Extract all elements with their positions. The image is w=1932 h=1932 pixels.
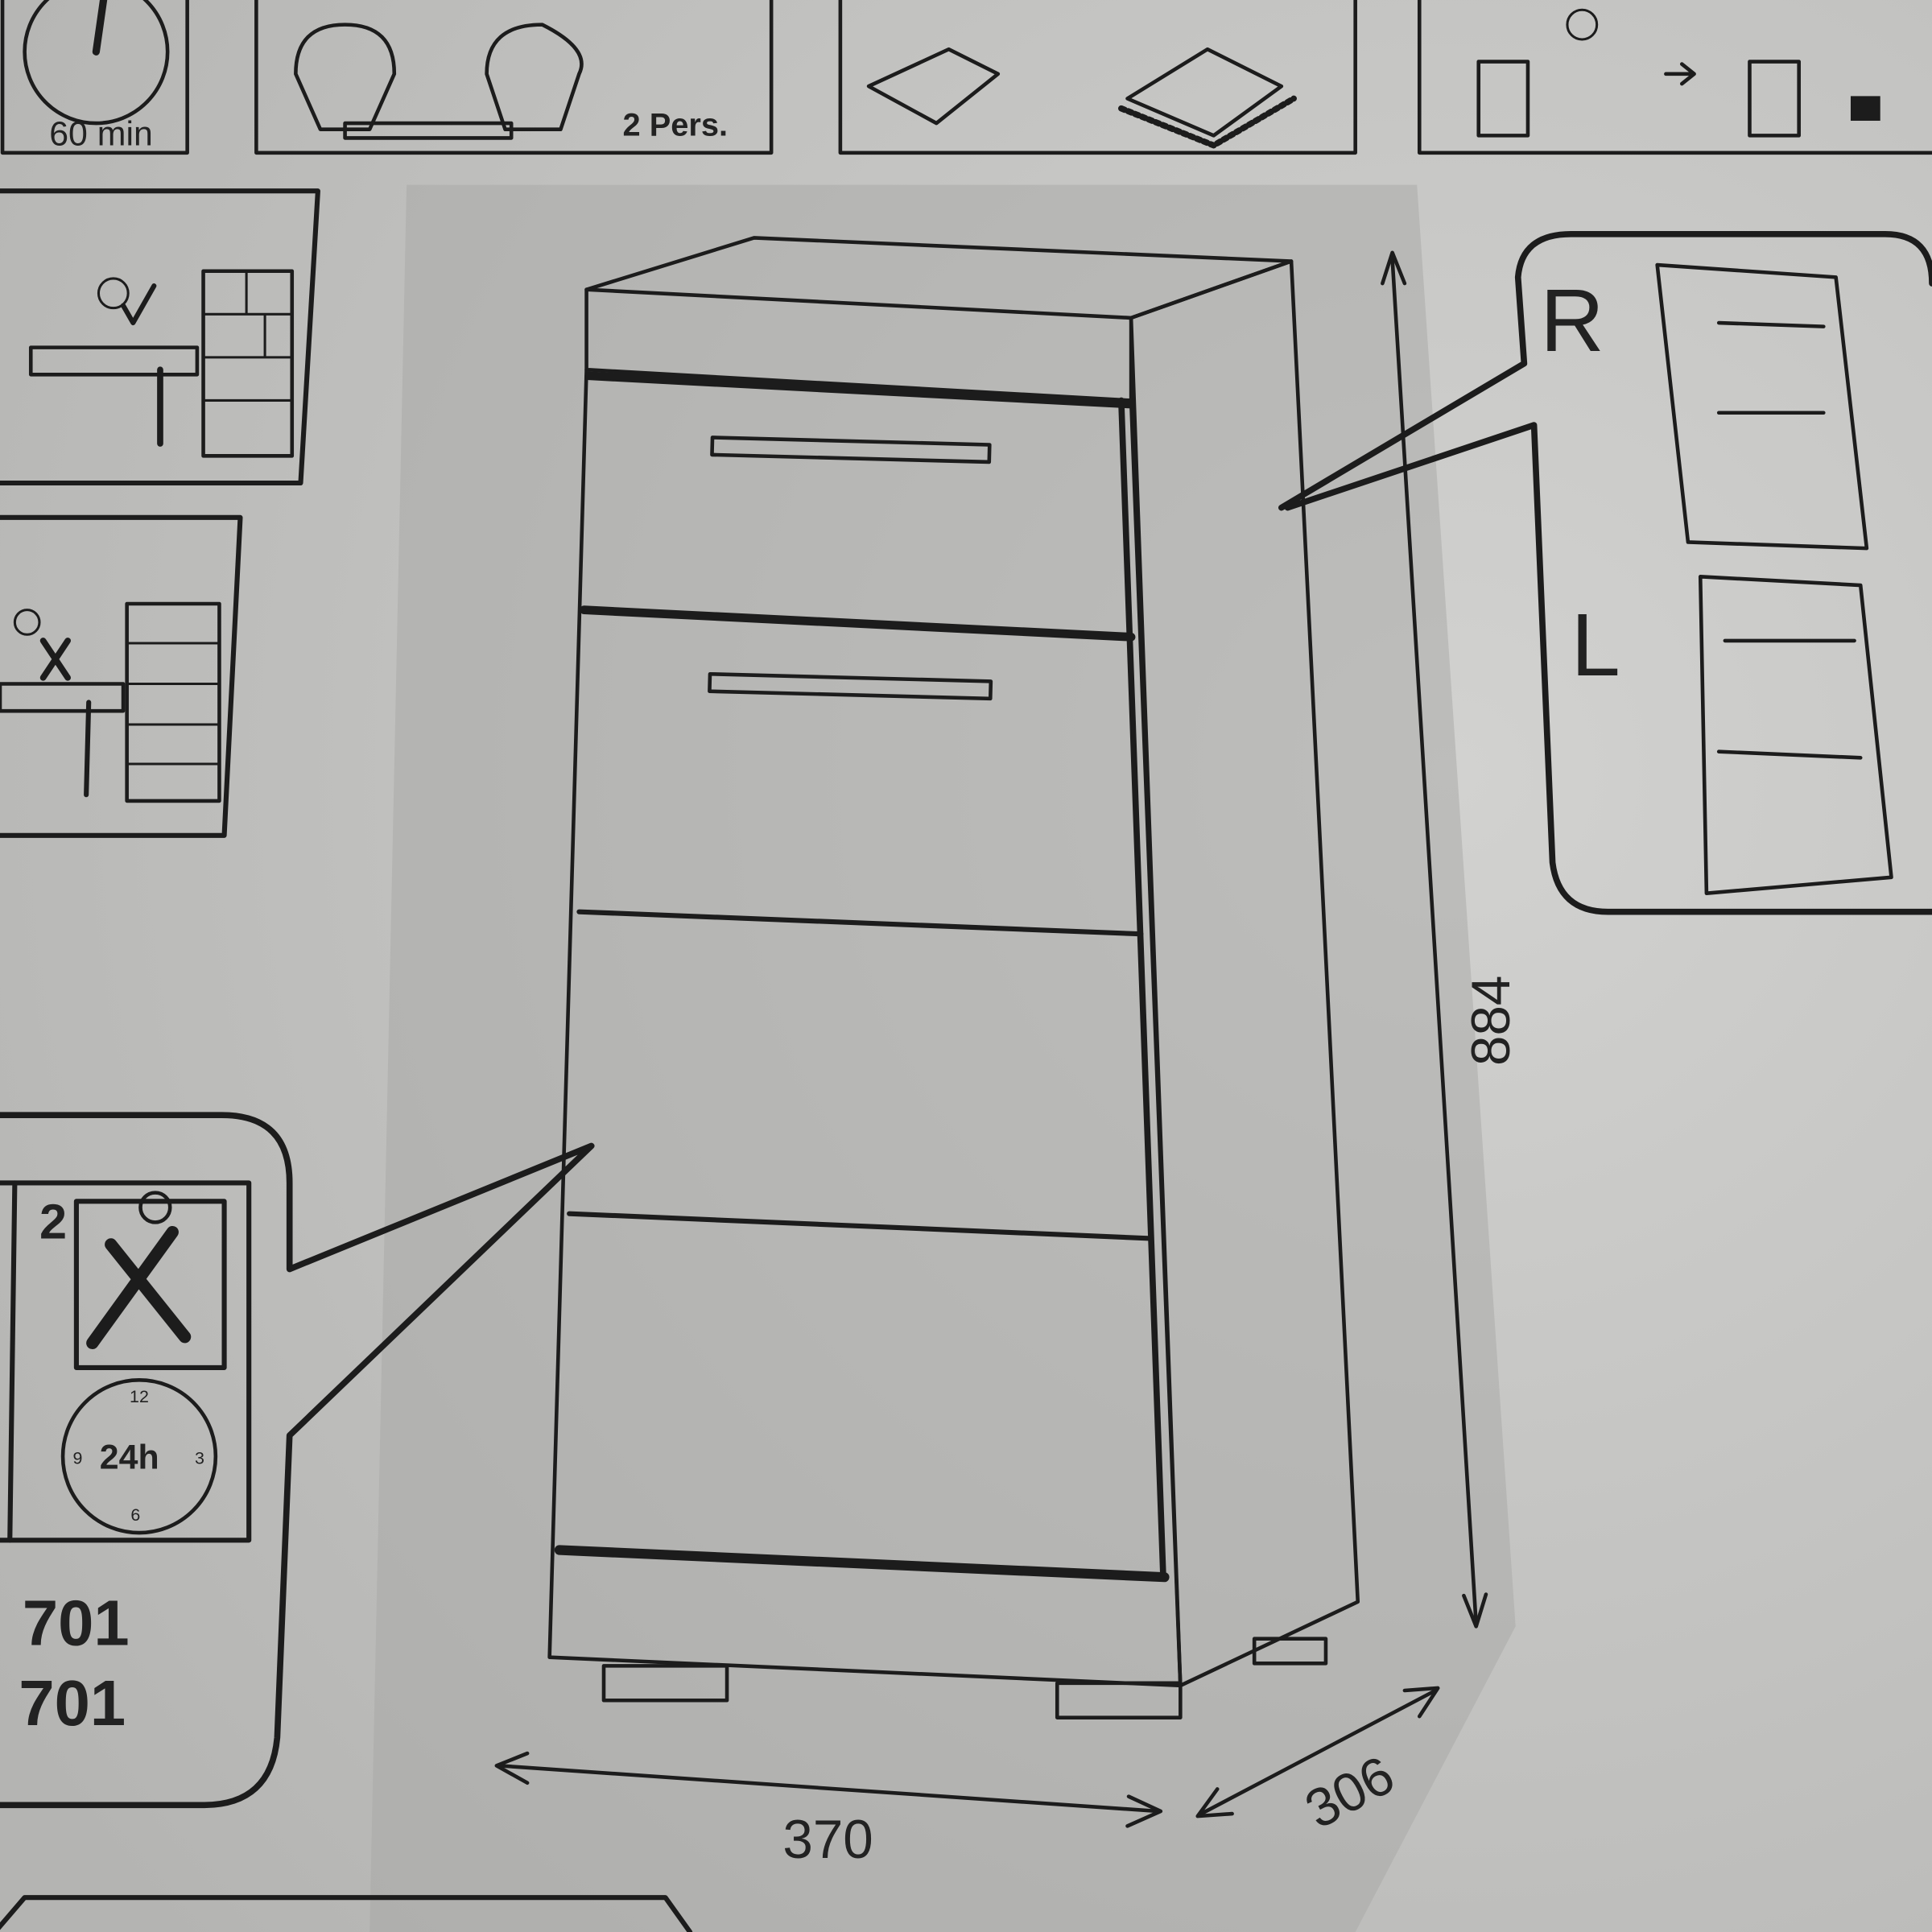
wall-mount-ok-panel	[0, 188, 320, 486]
clock-number: 3	[195, 1448, 204, 1468]
carpet-icon	[1118, 95, 1297, 149]
cabinet-foot	[1055, 1681, 1183, 1719]
sad-face-icon	[13, 609, 41, 636]
help-panel	[1417, 0, 1932, 155]
no-chemicals-icon	[73, 1199, 227, 1371]
persons-label: 2 Pers.	[623, 107, 728, 142]
dimension-height: 884	[1381, 250, 1521, 1629]
time-label: 60 min	[49, 115, 153, 154]
warning-callout: 2 12 3 6 9 24h 701 701	[0, 1112, 595, 1809]
hinge-side-callout: R L	[1278, 230, 1932, 915]
persons-icon	[294, 23, 584, 132]
clock-24h-icon	[60, 1377, 218, 1535]
bottom-panel-edge	[0, 1895, 693, 1932]
smiley-icon	[97, 277, 130, 310]
right-hinge-label: R	[1540, 271, 1604, 370]
persons-icon	[1476, 60, 1801, 138]
right-hinge-cabinet-icon	[1655, 262, 1869, 551]
wait-24h-label: 24h	[100, 1438, 159, 1476]
left-hinge-cabinet-icon	[1698, 575, 1893, 895]
clock-number: 6	[130, 1505, 140, 1525]
shadow	[369, 184, 1516, 1932]
cabinet-foot	[601, 1664, 729, 1703]
cabinet-foot	[1252, 1637, 1328, 1666]
floor-protection-panel	[838, 0, 1357, 155]
clock-number: 9	[72, 1448, 82, 1468]
left-hinge-label: L	[1571, 596, 1620, 695]
brick-wall-icon	[125, 601, 221, 803]
phone-icon	[1850, 96, 1880, 121]
width-dimension-label: 370	[782, 1810, 873, 1870]
clock-number: 12	[130, 1387, 149, 1406]
height-dimension-label: 884	[1461, 976, 1521, 1066]
floor-assembly-icon	[866, 47, 1284, 138]
board-icon	[343, 121, 514, 140]
product-code: 701	[19, 1667, 126, 1739]
arrow-right-icon	[1664, 62, 1696, 86]
two-persons-panel: 2 Pers.	[254, 0, 774, 155]
drawer-handle	[710, 436, 992, 464]
cabinet-drawing	[547, 236, 1360, 1719]
wall-mount-bad-panel	[0, 514, 243, 838]
drawer-divider	[580, 605, 1136, 642]
product-code: 701	[23, 1587, 130, 1658]
time-panel: 60 min	[0, 0, 189, 155]
drawer-handle	[708, 671, 993, 701]
cross-icon	[39, 638, 72, 681]
clock-icon	[23, 0, 170, 126]
checkmark-icon	[121, 283, 157, 326]
question-icon	[1566, 8, 1599, 41]
dimension-width: 370	[494, 1751, 1163, 1870]
sad-face-icon	[138, 1191, 172, 1224]
step-number: 2	[39, 1194, 67, 1249]
